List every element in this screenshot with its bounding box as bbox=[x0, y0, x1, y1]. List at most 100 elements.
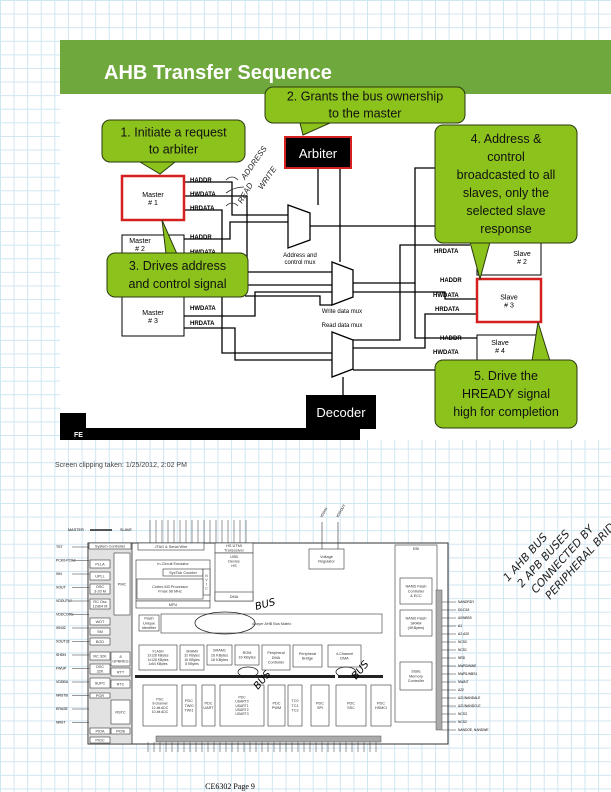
right-pin-label: D0-D15 bbox=[458, 608, 470, 612]
bus-wire bbox=[245, 295, 332, 306]
slide-header-band bbox=[60, 40, 611, 94]
block-label: USART1 bbox=[235, 704, 248, 708]
block-label: 32 KBytes bbox=[184, 654, 200, 658]
block-label: USB bbox=[230, 555, 238, 559]
block-label: N bbox=[205, 574, 208, 578]
slave-4-box-label: Slave bbox=[491, 340, 509, 347]
right-pin-label: A21/NANDCLE bbox=[458, 704, 481, 708]
handwritten-squiggle bbox=[225, 176, 245, 207]
left-pin-label: FWUP bbox=[56, 667, 67, 671]
bus-wire bbox=[414, 283, 477, 339]
callout-text: 3. Drives address bbox=[129, 259, 226, 273]
block-label: System Controller bbox=[95, 544, 126, 548]
callout-text: selected slave bbox=[466, 204, 545, 218]
block-label: 16 KBytes bbox=[211, 658, 228, 662]
callout-text: 2. Grants the bus ownership bbox=[287, 90, 443, 104]
left-pin-label: TST bbox=[56, 545, 63, 549]
block-mpu: MPU bbox=[135, 600, 211, 609]
block-label: SSC bbox=[347, 706, 355, 710]
write-data-mux bbox=[331, 261, 354, 306]
block-label: PDC bbox=[347, 702, 355, 706]
left-pin-label: XIN32 bbox=[56, 626, 66, 630]
block-label: DMA bbox=[272, 656, 281, 660]
block-rc32k: RC 32K bbox=[89, 651, 111, 661]
block-label: DMA bbox=[230, 595, 239, 599]
block-label: Regulator bbox=[318, 560, 335, 564]
block-label: SysTick Counter bbox=[169, 571, 197, 575]
block-label: 1x128 KBytes bbox=[148, 658, 169, 662]
handwritten-circle bbox=[194, 611, 256, 635]
slave-3-box-label: Slave bbox=[500, 295, 518, 302]
left-pin-label: PCK0-PCK2 bbox=[56, 559, 76, 563]
block-label: MPU bbox=[169, 603, 178, 607]
block-label: WDT bbox=[96, 620, 105, 624]
io-bus-bar bbox=[155, 735, 382, 743]
right-pin-label: A1 bbox=[458, 624, 462, 628]
bus-wire bbox=[184, 181, 290, 216]
right-pin-label: A0/NBS0 bbox=[458, 616, 472, 620]
decoder-box bbox=[306, 395, 376, 429]
block-label: Peripheral bbox=[299, 652, 316, 656]
mux-label: Address and bbox=[283, 253, 317, 259]
left-pin-label: NRST bbox=[56, 721, 66, 725]
block-label: Cortex-M3 Processor bbox=[152, 585, 189, 589]
bus-wire bbox=[353, 291, 477, 300]
block-dma: DMA bbox=[214, 591, 254, 602]
page-footer: CE6302 Page 9 bbox=[205, 782, 255, 791]
right-pin-label: NWR0/NWE bbox=[458, 664, 477, 668]
master-1-box-label: Master bbox=[142, 192, 164, 199]
block-label: 8 KBytes bbox=[185, 662, 199, 666]
block-label: PDC bbox=[272, 702, 280, 706]
left-pin-label: XOUT32 bbox=[56, 640, 70, 644]
top-pin-label: VDDOUT bbox=[335, 503, 346, 519]
slide-footer-text: FE bbox=[74, 432, 83, 439]
block-label: Controller bbox=[408, 679, 425, 683]
block-label: Bridge bbox=[302, 657, 313, 661]
block-label: OSC bbox=[96, 585, 104, 589]
block-jtag: JTAG & Serial Wire bbox=[137, 542, 205, 551]
arbiter-box bbox=[284, 136, 352, 169]
block-pioc: PIOC bbox=[89, 736, 111, 744]
signal-label-hrdata: HRDATA bbox=[434, 249, 459, 255]
block-label: PDC bbox=[204, 702, 212, 706]
block-label: PIOA bbox=[95, 729, 105, 733]
block-label: EBI bbox=[413, 547, 419, 551]
right-pin-label: NANDOE, NANDWE bbox=[458, 728, 489, 732]
mux-label: Read data mux bbox=[322, 323, 363, 329]
right-pin-label: A21/NANDALE bbox=[458, 696, 481, 700]
block-label: Device bbox=[228, 559, 240, 563]
address-control-mux bbox=[287, 204, 311, 249]
block-label: 1x64 KBytes bbox=[148, 662, 167, 666]
signal-label-haddr: HADDR bbox=[190, 235, 212, 241]
right-pin-label: NCS3 bbox=[458, 712, 467, 716]
block-label: 2x128 KBytes bbox=[148, 654, 169, 658]
bus-wire bbox=[353, 313, 477, 349]
callout-text: response bbox=[480, 222, 531, 236]
master-1-box bbox=[120, 174, 186, 222]
block-label: Memory bbox=[409, 674, 423, 678]
apb-bus-2 bbox=[338, 675, 383, 678]
slave-2-box-label: # 2 bbox=[517, 259, 527, 266]
block-label: V bbox=[205, 578, 208, 582]
right-pin-label: NANDRDY bbox=[458, 600, 475, 604]
block-label: SRAM1 bbox=[213, 649, 226, 653]
block-label: Flash bbox=[144, 617, 153, 621]
left-pin-label: VDDBU bbox=[56, 680, 69, 684]
bus-wire bbox=[353, 244, 470, 341]
right-pin-label: NWR1/NBS1 bbox=[458, 672, 477, 676]
block-label: 16 KBytes bbox=[238, 656, 255, 660]
block-upll: UPLL bbox=[89, 571, 111, 581]
